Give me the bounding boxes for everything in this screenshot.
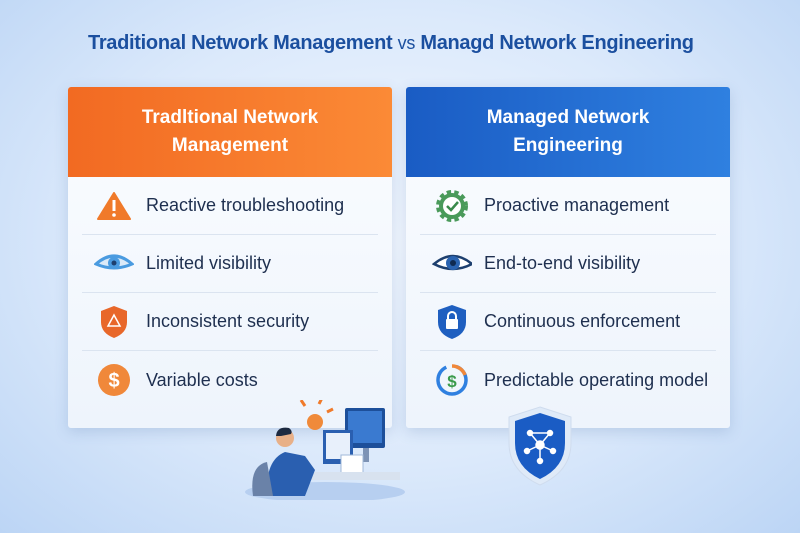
item-label: Predictable operating model	[484, 369, 709, 390]
list-item: $ Predictable operating model	[420, 351, 716, 409]
title-right: Managd Network Engineering	[420, 32, 694, 54]
page-title: Traditional Network Management vs Managd…	[0, 32, 800, 55]
traditional-card: Tradltional Network Management Reactive …	[68, 87, 392, 428]
traditional-header: Tradltional Network Management	[68, 87, 392, 177]
list-item: $ Variable costs	[82, 351, 378, 409]
item-label: End-to-end visibility	[484, 253, 641, 273]
warning-triangle-icon	[94, 188, 134, 224]
svg-text:$: $	[108, 370, 119, 392]
item-label: Proactive management	[484, 195, 670, 215]
list-item: Limited visibility	[82, 235, 378, 293]
item-label: Variable costs	[146, 369, 258, 390]
title-vs: vs	[397, 33, 416, 53]
dollar-icon: $	[94, 362, 134, 398]
dollar-cycle-icon: $	[432, 362, 472, 398]
network-shield-illustration	[508, 406, 572, 486]
list-item: Continuous enforcement	[420, 293, 716, 351]
list-item: End-to-end visibility	[420, 235, 716, 293]
item-label: Inconsistent security	[146, 311, 310, 331]
title-left: Traditional Network Management	[88, 32, 393, 54]
svg-text:$: $	[447, 372, 457, 391]
item-label: Continuous enforcement	[484, 311, 681, 331]
item-label: Reactive troubleshooting	[146, 195, 345, 215]
item-label: Limited visibility	[146, 253, 272, 273]
managed-card: Managed Network Engineering Proactive ma…	[406, 87, 730, 428]
eye-icon	[94, 246, 134, 282]
eye-icon	[432, 246, 472, 282]
warning-shield-icon	[94, 304, 134, 340]
lock-shield-icon	[432, 304, 472, 340]
list-item: Proactive management	[420, 177, 716, 235]
engineer-at-desk-illustration	[245, 400, 405, 500]
list-item: Inconsistent security	[82, 293, 378, 351]
list-item: Reactive troubleshooting	[82, 177, 378, 235]
gear-check-icon	[432, 188, 472, 224]
managed-header: Managed Network Engineering	[406, 87, 730, 177]
